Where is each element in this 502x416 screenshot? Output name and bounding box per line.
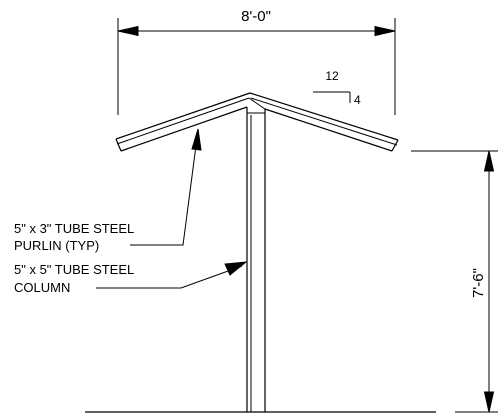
purlin-left-top-edge xyxy=(115,92,251,140)
height-dimension: 7'-6" xyxy=(411,150,498,413)
column-leader-arrowhead xyxy=(224,261,248,276)
column-leader-line xyxy=(96,265,243,289)
column-callout-line2: COLUMN xyxy=(14,280,70,295)
height-arrowhead-top xyxy=(483,150,495,172)
slope-run-label: 12 xyxy=(325,69,339,83)
slope-rise-label: 4 xyxy=(354,93,361,107)
height-arrowhead-bottom xyxy=(483,391,495,413)
purlin-leader-arrowhead xyxy=(191,128,202,151)
width-dimension: 8'-0" xyxy=(117,8,396,115)
purlin-left-end-cap xyxy=(115,138,122,152)
ridge-joint-line xyxy=(248,97,266,110)
slope-indicator: 12 4 xyxy=(313,69,361,107)
purlin-callout-line1: 5" x 3" TUBE STEEL xyxy=(14,221,134,236)
width-arrowhead-right xyxy=(374,25,396,37)
purlin-callout: 5" x 3" TUBE STEEL PURLIN (TYP) xyxy=(14,128,202,253)
width-dimension-label: 8'-0" xyxy=(241,8,271,25)
purlin-right-top-edge xyxy=(249,92,399,141)
height-dimension-label: 7'-6" xyxy=(470,268,487,298)
purlin-right-inner-edge xyxy=(250,97,398,146)
roof-purlin xyxy=(115,92,399,152)
column-callout: 5" x 5" TUBE STEEL COLUMN xyxy=(14,261,248,295)
purlin-callout-line2: PURLIN (TYP) xyxy=(14,238,99,253)
width-arrowhead-left xyxy=(117,25,139,37)
purlin-left-bottom-edge xyxy=(120,106,248,152)
purlin-right-bottom-edge xyxy=(264,108,393,152)
column-callout-line1: 5" x 5" TUBE STEEL xyxy=(14,262,134,277)
purlin-leader-line xyxy=(130,137,198,246)
tube-steel-column xyxy=(246,107,266,412)
purlin-right-end-cap xyxy=(391,139,399,152)
purlin-left-inner-edge xyxy=(116,97,250,145)
